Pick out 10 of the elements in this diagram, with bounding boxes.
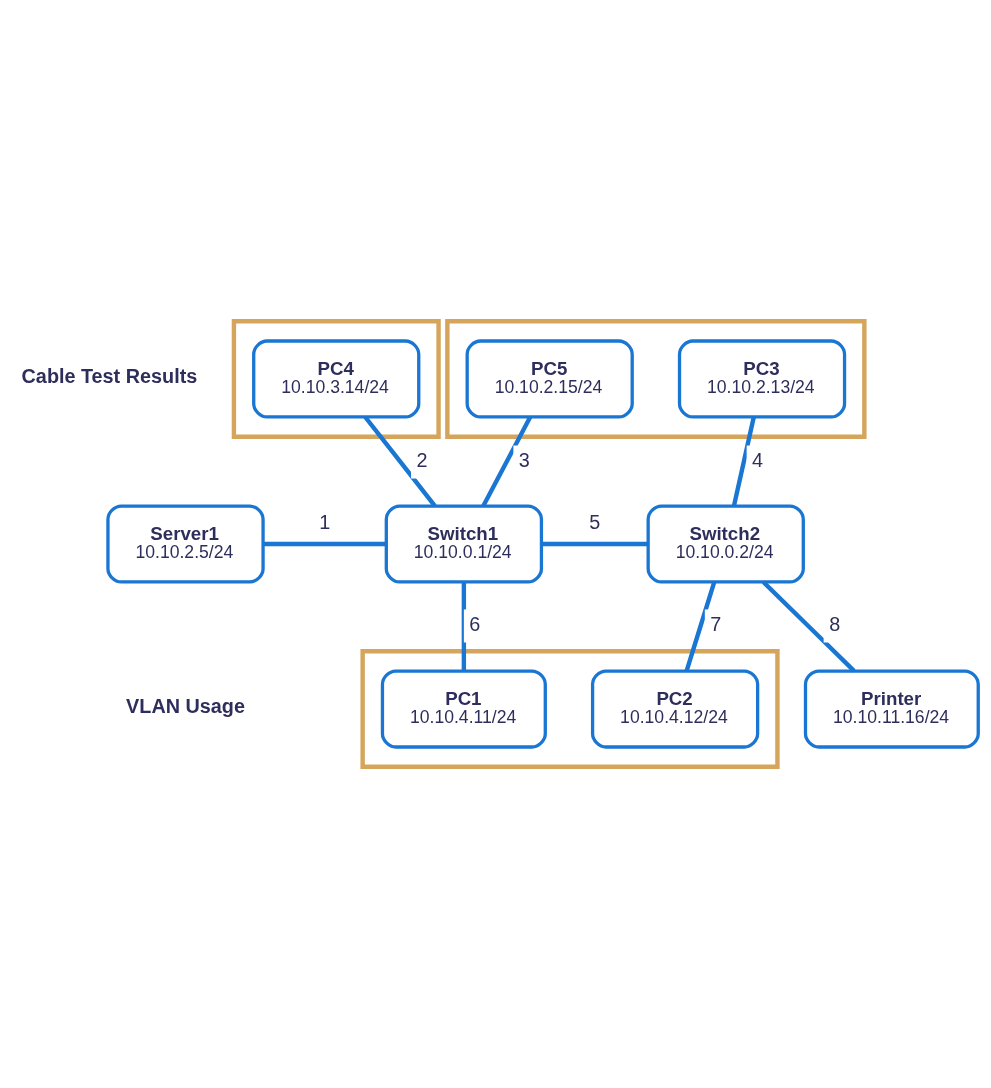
edge-label: 7: [710, 612, 722, 635]
edge-label: 3: [518, 448, 530, 471]
label: VLAN Usage: [126, 694, 245, 717]
edge-label: 2: [416, 448, 428, 471]
edge-label: 1: [319, 511, 331, 534]
edge-label: 6: [469, 612, 481, 635]
edge-label: 5: [589, 511, 601, 534]
edge-label: 4: [752, 448, 764, 471]
edge-label: 8: [829, 612, 841, 635]
label: Cable Test Results: [21, 364, 198, 387]
